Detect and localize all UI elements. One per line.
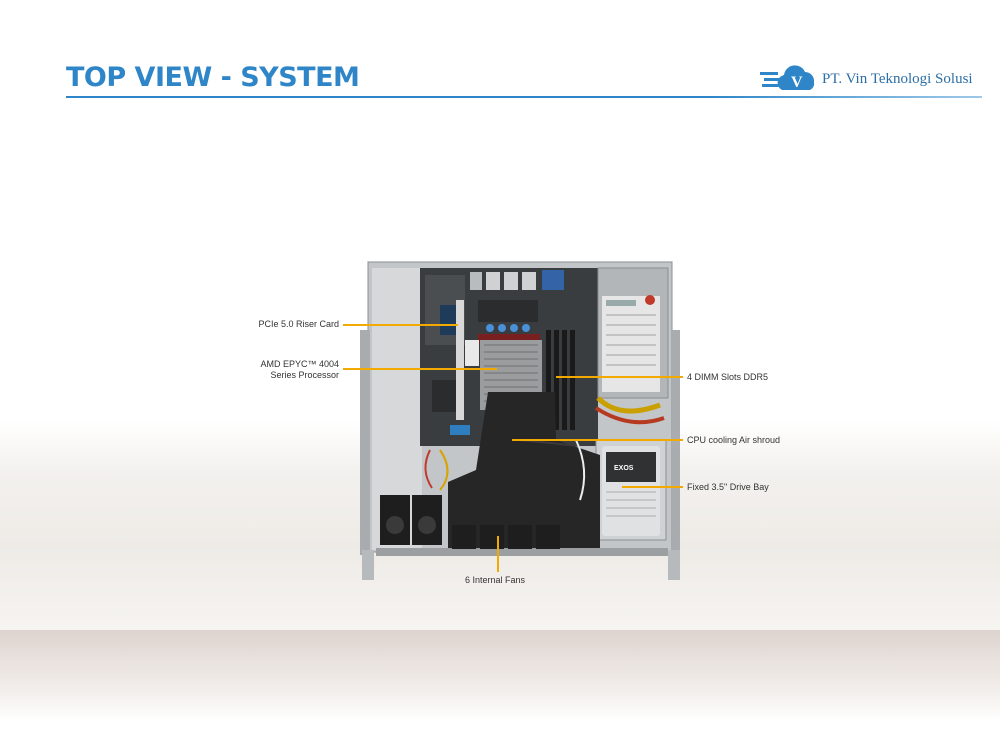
background-floor: [0, 720, 1000, 750]
logo-letter: V: [791, 74, 803, 91]
company-logo: V PT. Vin Teknologi Solusi: [760, 62, 985, 98]
cpu-heatsink: [480, 340, 542, 410]
fans-callout-label: 6 Internal Fans: [465, 575, 526, 585]
dimm-callout-label: 4 DIMM Slots DDR5: [687, 372, 769, 382]
cpu-callout-label: AMD EPYC™ 4004 Series Processor: [232, 359, 339, 381]
page-title: TOP VIEW - SYSTEM: [66, 62, 360, 93]
power-supply: [594, 267, 669, 425]
drive-callout-label: Fixed 3.5" Drive Bay: [687, 482, 769, 492]
cpu-callout-line1: AMD EPYC™ 4004: [260, 359, 339, 369]
background-band-dark: [0, 630, 1000, 720]
logo-cloud-icon: V: [760, 65, 815, 91]
riser-callout-label: PCIe 5.0 Riser Card: [258, 319, 339, 329]
background-band-light: [0, 420, 1000, 630]
cpu-callout-line2: Series Processor: [270, 370, 339, 380]
company-name: PT. Vin Teknologi Solusi: [822, 71, 973, 87]
dimm-slots: [546, 330, 575, 430]
title-underline: [66, 96, 982, 98]
riser-card: [440, 300, 479, 420]
shroud-callout-label: CPU cooling Air shroud: [687, 435, 781, 445]
